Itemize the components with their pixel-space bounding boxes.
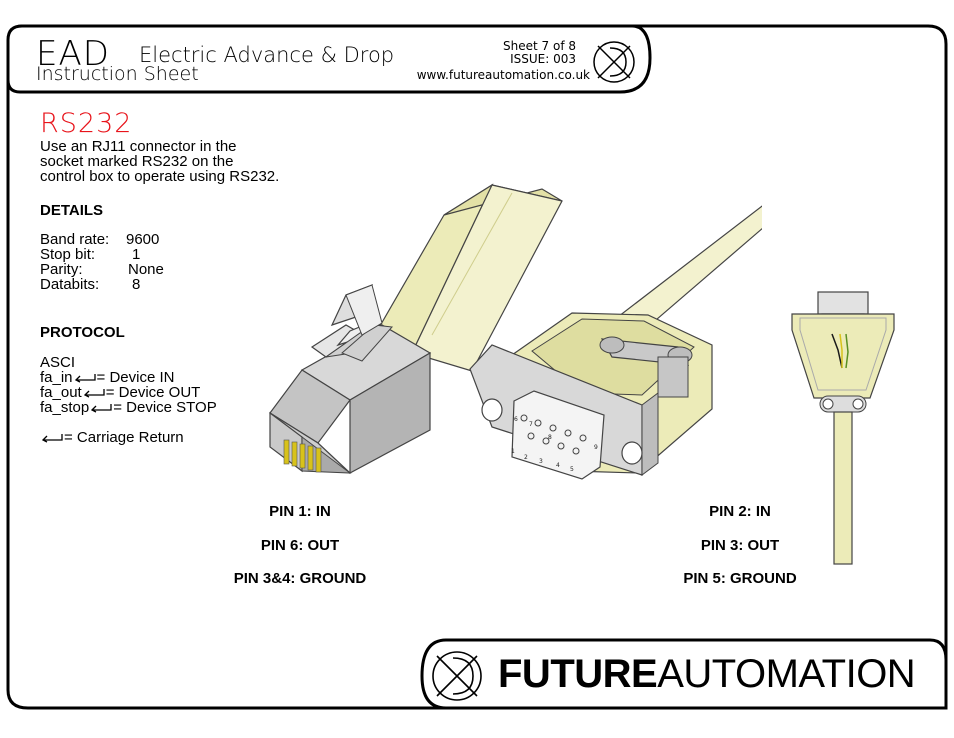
legend-text: = Carriage Return — [64, 429, 184, 446]
dsub-pin-number: 9 — [594, 444, 598, 451]
detail-key: Band rate: — [40, 231, 110, 248]
intro-line: socket marked RS232 on the — [40, 153, 234, 170]
pin-label-rj11: PIN 6: OUT — [260, 537, 340, 554]
brand-wordmark: FUTUREAUTOMATION — [498, 652, 916, 697]
future-automation-logo-icon — [432, 651, 482, 701]
command-name: fa_in — [40, 369, 73, 386]
protocol-list: ASCI fa_in = Device IN fa_out = Device OUT… — [40, 355, 217, 445]
detail-value: None — [128, 261, 164, 278]
carriage-return-icon — [74, 374, 96, 383]
detail-value: 9600 — [126, 231, 160, 248]
dsub-pin-numbers: 1 2 3 4 5 6 7 8 9 — [511, 416, 598, 473]
details-heading: DETAILS — [40, 202, 104, 219]
dsub-pin-number: 8 — [548, 434, 552, 441]
protocol-heading: PROTOCOL — [40, 324, 125, 341]
protocol-type: ASCI — [40, 354, 76, 371]
protocol-command: fa_stop = Device STOP — [40, 400, 217, 415]
rj11-contacts — [283, 439, 322, 473]
command-desc: = Device IN — [96, 369, 175, 386]
dsub-connector-illustration: 1 2 3 4 5 6 7 8 9 — [469, 205, 762, 480]
command-desc: = Device OUT — [105, 384, 201, 401]
dsub-pin-number: 3 — [539, 458, 543, 465]
detail-value: 1 — [132, 246, 141, 263]
dsub-pin-number: 4 — [556, 462, 560, 469]
rj11-connector-illustration — [269, 183, 563, 475]
website: www.futureautomation.co.uk — [416, 68, 590, 82]
protocol-command: fa_out = Device OUT — [40, 385, 217, 400]
intro-text: Use an RJ11 connector in the socket mark… — [40, 139, 340, 184]
carriage-return-icon — [83, 389, 105, 398]
dsub-pin-number: 1 — [511, 448, 515, 455]
detail-row: Parity: None — [40, 262, 164, 277]
header-box — [6, 24, 652, 94]
command-desc: = Device STOP — [113, 399, 217, 416]
sheet-number: Sheet 7 of 8 — [503, 39, 576, 53]
command-name: fa_out — [40, 384, 82, 401]
carriage-return-icon — [41, 434, 63, 443]
future-automation-logo-icon — [593, 41, 635, 83]
dsub-pin-number: 2 — [524, 454, 528, 461]
detail-key: Parity: — [40, 261, 83, 278]
product-code: EAD — [36, 34, 110, 74]
product-name: Electric Advance & Drop — [139, 43, 395, 67]
brand-bold: FUTURE — [498, 652, 658, 696]
pin-label-dsub: PIN 2: IN — [709, 503, 771, 520]
detail-key: Stop bit: — [40, 246, 96, 263]
pin-label-dsub: PIN 3: OUT — [700, 537, 780, 554]
carriage-return-legend: = Carriage Return — [40, 430, 217, 445]
dsub-pin-number: 5 — [570, 466, 574, 473]
brand-light: AUTOMATION — [657, 652, 916, 696]
pin-label-dsub: PIN 5: GROUND — [683, 570, 797, 587]
detail-key: Databits: — [40, 276, 100, 293]
detail-row: Stop bit: 1 — [40, 247, 164, 262]
detail-row: Band rate: 9600 — [40, 232, 164, 247]
intro-line: Use an RJ11 connector in the — [40, 138, 237, 155]
detail-value: 8 — [132, 276, 141, 293]
issue-number: ISSUE: 003 — [510, 52, 576, 66]
dsub-side-view-illustration — [791, 291, 895, 565]
section-title: RS232 — [40, 108, 133, 139]
dsub-pin-holes — [520, 414, 587, 455]
pin-label-rj11: PIN 1: IN — [269, 503, 331, 520]
command-name: fa_stop — [40, 399, 90, 416]
carriage-return-icon — [91, 404, 112, 413]
dsub-pin-number: 7 — [529, 421, 533, 428]
protocol-command: fa_in = Device IN — [40, 370, 217, 385]
details-table: Band rate: 9600 Stop bit: 1 Parity: None Da… — [40, 232, 164, 292]
dsub-pin-number: 6 — [514, 416, 518, 423]
intro-line: control box to operate using RS232. — [40, 168, 280, 185]
detail-row: Databits: 8 — [40, 277, 164, 292]
pin-label-rj11: PIN 3&4: GROUND — [233, 570, 367, 587]
doc-type: Instruction Sheet — [36, 63, 199, 85]
